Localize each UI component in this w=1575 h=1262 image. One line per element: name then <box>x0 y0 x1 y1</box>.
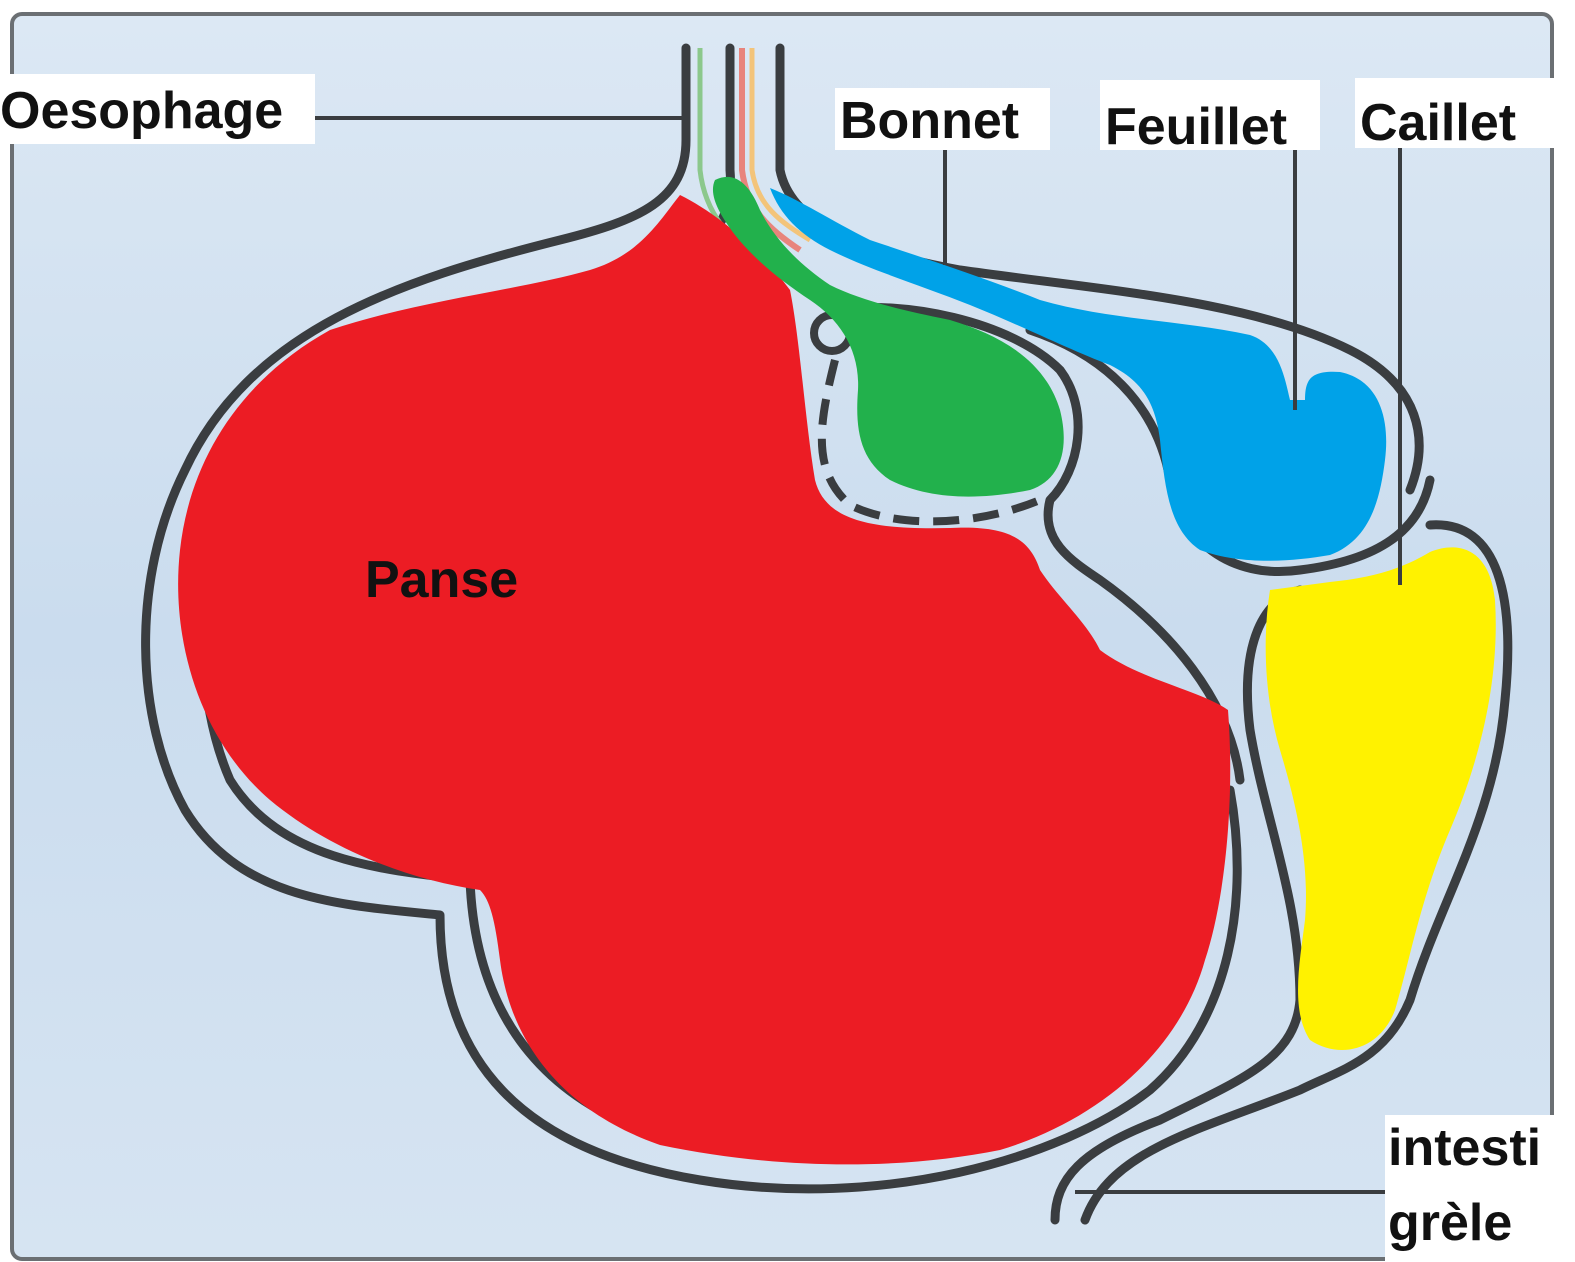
intestin-label-line1: intesti <box>1388 1119 1541 1177</box>
bonnet-label: Bonnet <box>840 92 1019 150</box>
panse-label: Panse <box>365 551 518 609</box>
oesophage-label: Oesophage <box>0 82 283 140</box>
intestin-label-line2: grèle <box>1388 1194 1512 1252</box>
caillette-label: Caillet <box>1360 94 1516 152</box>
feuillet-label: Feuillet <box>1105 98 1287 156</box>
